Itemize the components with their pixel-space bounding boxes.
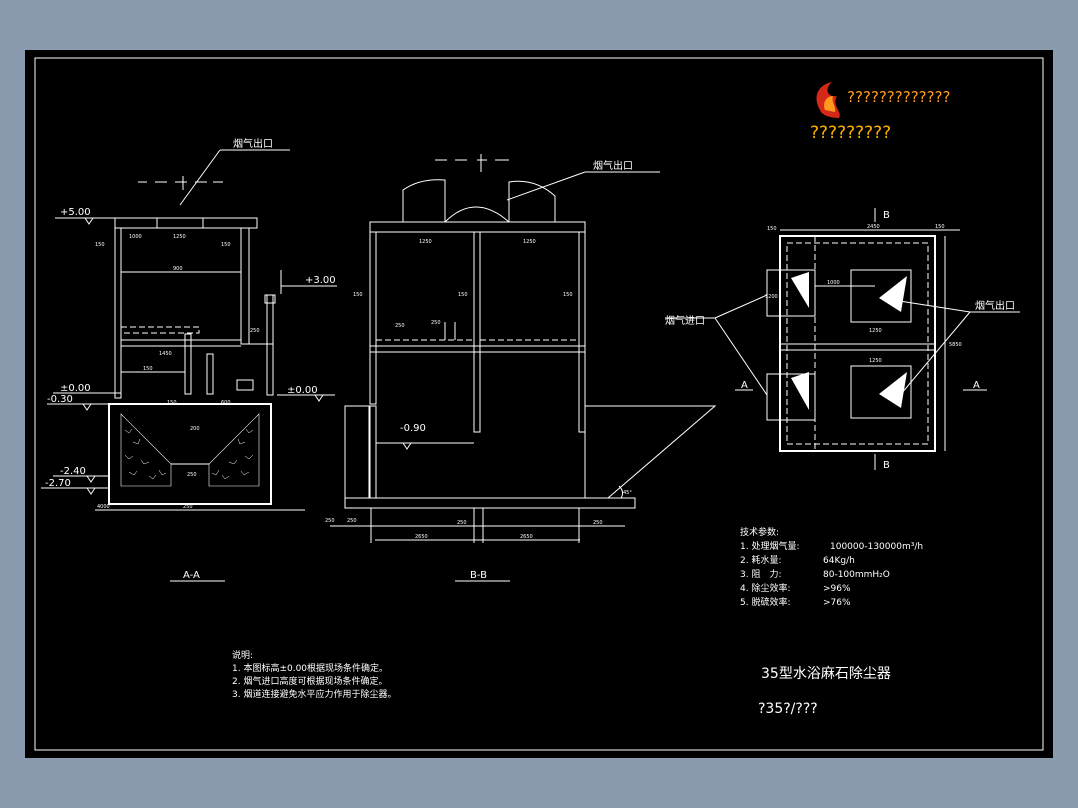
- aa-dim-600: 250: [250, 328, 260, 334]
- plan-dim-5850: 5850: [949, 342, 962, 348]
- bb-dim-250f: 250: [593, 520, 603, 526]
- plan-dim-2450: 2450: [867, 224, 880, 230]
- aa-level-270: -2.70: [45, 478, 71, 489]
- bb-dim-150b: 150: [458, 292, 468, 298]
- bb-dim-150c: 150: [563, 292, 573, 298]
- bb-dim-250a: 250: [395, 323, 405, 329]
- outlet-bottom-icon: [879, 372, 907, 408]
- logo-sub-line: ?????????: [810, 123, 891, 143]
- plan-view: B 150 2450 150 1000 1200 1250 1250 5850 …: [665, 208, 1020, 471]
- drawing-frame: [34, 57, 1044, 751]
- aa-dim-2450: 900: [173, 266, 183, 272]
- aa-level-0: ±0.00: [60, 383, 91, 394]
- drawing-title: 35型水浴麻石除尘器: [761, 666, 891, 682]
- aa-outlet-label: 烟气出口: [233, 137, 273, 150]
- aa-level-3: +3.00: [305, 275, 336, 286]
- plan-dim-1250b: 1250: [869, 358, 882, 364]
- aa-dim-650: 150: [143, 366, 153, 372]
- aa-level-0b: ±0.00: [287, 385, 318, 396]
- drawing-sheet: ????????????? ????????? 烟气出口 +5.00 900 1…: [25, 50, 1053, 758]
- notes-heading: 说明:: [232, 649, 253, 661]
- aa-dim-4000: 250: [183, 504, 193, 510]
- gravel-fill-left: [120, 413, 172, 487]
- bb-dim-1250b: 1250: [523, 239, 536, 245]
- aa-level-240: -2.40: [60, 466, 86, 477]
- aa-dim-150a: 150: [95, 242, 105, 248]
- aa-level-030: -0.30: [47, 394, 73, 405]
- plan-cut-a-left: A: [741, 380, 748, 391]
- aa-section-label: A-A: [183, 570, 200, 581]
- bb-outlet-label: 烟气出口: [593, 159, 633, 172]
- tech-row-4-label: 4. 除尘效率:: [740, 582, 790, 594]
- bb-dim-250c: 250: [325, 518, 335, 524]
- plan-dim-1000: 1000: [827, 280, 840, 286]
- notes: 说明: 1. 本图标高±0.00根据现场条件确定。 2. 烟气进口高度可根据现场…: [232, 649, 396, 700]
- plan-dim-150a: 150: [767, 226, 777, 232]
- tech-row-3-label: 3. 阻 力:: [740, 568, 781, 580]
- bb-dim-2650b: 2650: [520, 534, 533, 540]
- flame-inner-icon: [824, 96, 836, 112]
- bb-dim-250e: 250: [457, 520, 467, 526]
- inlet-top-icon: [791, 272, 809, 308]
- tech-row-5-value: >76%: [823, 598, 851, 608]
- tech-row-4-value: >96%: [823, 584, 851, 594]
- aa-dim-1250: 1250: [173, 234, 186, 240]
- cad-drawing: ????????????? ????????? 烟气出口 +5.00 900 1…: [34, 57, 1044, 751]
- aa-dim-900: 1450: [159, 351, 172, 357]
- gravel-fill-right: [208, 413, 260, 487]
- bb-dim-250d: 250: [347, 518, 357, 524]
- tech-parameters: 技术参数: 1. 处理烟气量: 100000-130000m³/h 2. 耗水量…: [740, 526, 923, 608]
- section-aa: 烟气出口 +5.00 900 1000 1250 150 150 1450 15…: [41, 137, 337, 582]
- bb-angle: 45°: [623, 490, 632, 496]
- plan-dim-1250a: 1250: [869, 328, 882, 334]
- tech-row-2-value: 64Kg/h: [823, 556, 855, 566]
- aa-level-top: +5.00: [60, 207, 91, 218]
- tech-heading: 技术参数:: [740, 526, 779, 538]
- plan-dim-150b: 150: [935, 224, 945, 230]
- note-2: 2. 烟气进口高度可根据现场条件确定。: [232, 675, 387, 687]
- bb-dim-250b: 250: [431, 320, 441, 326]
- aa-dim-250a: 4000: [97, 504, 110, 510]
- bb-dim-1250a: 1250: [419, 239, 432, 245]
- tech-row-1-value: 100000-130000m³/h: [830, 542, 923, 552]
- bb-dim-2650a: 2650: [415, 534, 428, 540]
- tech-row-5-label: 5. 脱硫效率:: [740, 596, 790, 608]
- outlet-top-icon: [879, 276, 907, 312]
- aa-dim-1000: 1000: [129, 234, 142, 240]
- note-3: 3. 烟道连接避免水平应力作用于除尘器。: [232, 688, 396, 700]
- inlet-bottom-icon: [791, 372, 809, 410]
- logo-company-line: ?????????????: [847, 88, 951, 106]
- plan-outlet-label: 烟气出口: [975, 299, 1015, 312]
- plan-cut-a-right: A: [973, 380, 980, 391]
- company-logo: ????????????? ?????????: [810, 82, 951, 143]
- plan-dim-1200: 1200: [765, 294, 778, 300]
- bb-section-label: B-B: [470, 570, 487, 581]
- tech-row-1-label: 1. 处理烟气量:: [740, 540, 799, 552]
- tech-row-3-value: 80-100mmH₂O: [823, 570, 890, 580]
- aa-dim-150e: 200: [190, 426, 200, 432]
- plan-inlet-label: 烟气进口: [665, 314, 705, 327]
- bb-dim-150a: 150: [353, 292, 363, 298]
- plan-cut-b-bottom: B: [883, 460, 890, 471]
- tech-row-2-label: 2. 耗水量:: [740, 554, 781, 566]
- bb-level: -0.90: [400, 423, 426, 434]
- title-block: 35型水浴麻石除尘器 ?35?/???: [758, 666, 891, 717]
- drawing-code: ?35?/???: [758, 701, 818, 717]
- plan-cut-b-top: B: [883, 210, 890, 221]
- aa-dim-600b: 250: [187, 472, 197, 478]
- note-1: 1. 本图标高±0.00根据现场条件确定。: [232, 662, 388, 674]
- section-bb: 烟气出口 1250 1250 150 150 150 250 250 -0.90…: [325, 154, 717, 582]
- aa-dim-150b: 150: [221, 242, 231, 248]
